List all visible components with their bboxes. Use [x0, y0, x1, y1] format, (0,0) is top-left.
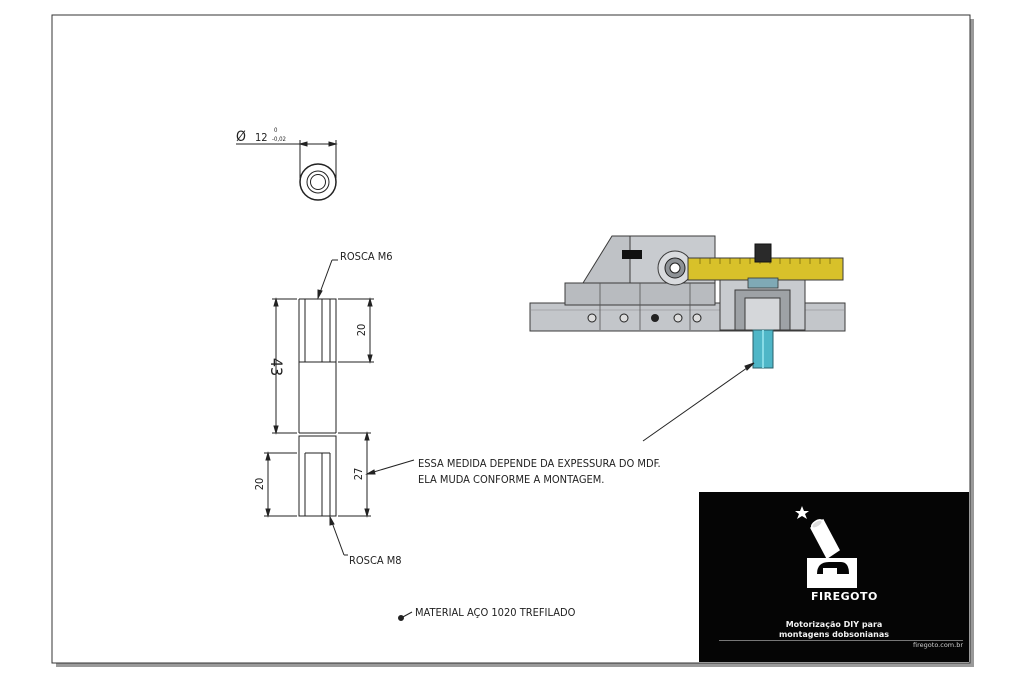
title-block: FIREGOTO Motorização DIY para montagens …	[699, 492, 969, 662]
diameter-symbol: Ø	[236, 129, 246, 145]
shaft-side-view	[298, 298, 337, 517]
assembly-render	[529, 235, 846, 369]
title-block-rule	[719, 640, 963, 641]
material-label: MATERIAL AÇO 1020 TREFILADO	[415, 606, 576, 619]
website-label: firegoto.com.br	[913, 641, 963, 649]
tolerance-upper: 0	[274, 127, 278, 134]
tolerance-lower: -0,02	[272, 136, 286, 143]
brand-tagline: Motorização DIY para montagens dobsonian…	[699, 620, 969, 640]
diameter-value: 12	[255, 131, 268, 144]
thread-top-label: ROSCA M6	[340, 250, 393, 263]
tagline-line-1: Motorização DIY para	[785, 620, 883, 629]
dim-bottom-length-line	[338, 431, 415, 518]
thread-bottom-label: ROSCA M8	[349, 554, 402, 567]
firegoto-logo	[795, 506, 857, 588]
note-line-1: ESSA MEDIDA DEPENDE DA EXPESSURA DO MDF.	[418, 457, 661, 470]
material-leader	[398, 611, 413, 621]
dim-top-slot-line	[338, 297, 374, 364]
shaft-leader	[642, 362, 755, 442]
thread-bottom-leader	[329, 515, 348, 556]
tagline-line-2: montagens dobsonianas	[778, 630, 890, 639]
end-view	[236, 140, 338, 201]
dim-bottom-slot-line	[264, 451, 297, 518]
dim-total-line	[272, 297, 297, 435]
dim-bottom-length-label: 27	[352, 468, 365, 481]
brand-name: FIREGOTO	[811, 590, 878, 603]
dim-total-label: 43	[267, 358, 286, 376]
dim-bottom-slot-label: 20	[253, 478, 266, 491]
star-icon	[795, 506, 809, 519]
note-line-2: ELA MUDA CONFORME A MONTAGEM.	[418, 473, 604, 486]
thread-top-leader	[317, 259, 338, 300]
dim-top-slot-label: 20	[355, 324, 368, 337]
